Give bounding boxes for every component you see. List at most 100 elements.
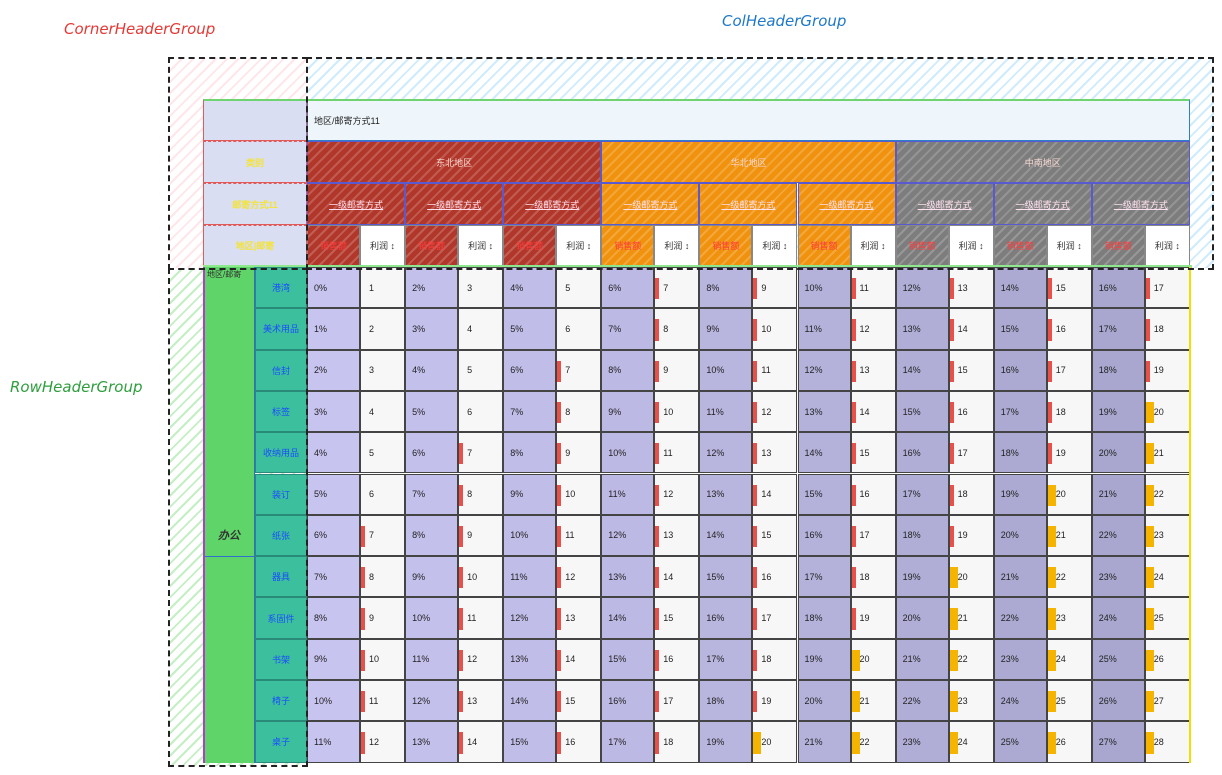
- data-num-cell: 11: [654, 432, 700, 474]
- data-num-cell: 1: [360, 267, 406, 309]
- data-bar: [753, 278, 758, 300]
- data-bar: [459, 732, 464, 754]
- shipping-header: 一级邮寄方式: [1091, 183, 1190, 225]
- data-num-cell: 21: [1046, 514, 1092, 557]
- data-num-cell: 22: [1144, 473, 1190, 515]
- data-num-cell: 5: [360, 432, 406, 474]
- data-num-cell: 8: [458, 473, 504, 515]
- data-bar: [459, 525, 464, 548]
- data-bar: [557, 401, 562, 424]
- data-bar: [851, 649, 860, 671]
- data-pct-cell: 6%: [307, 514, 360, 557]
- data-num-cell: 18: [752, 638, 798, 680]
- data-bar: [361, 608, 365, 630]
- data-pct-cell: 23%: [993, 638, 1047, 680]
- data-pct-cell: 12%: [895, 267, 949, 309]
- data-pct-cell: 8%: [405, 514, 459, 557]
- data-pct-cell: 8%: [601, 349, 655, 391]
- data-pct-cell: 23%: [895, 721, 949, 763]
- data-num-cell: 13: [850, 349, 896, 391]
- data-pct-cell: 17%: [895, 473, 949, 515]
- data-pct-cell: 5%: [503, 308, 557, 350]
- shipping-header: 一级邮寄方式: [993, 183, 1092, 225]
- row-group-bar: [203, 267, 255, 763]
- data-bar: [557, 732, 562, 754]
- corner-cell-1: 类别: [203, 141, 307, 183]
- data-bar: [1047, 691, 1056, 713]
- data-num-cell: 16: [1046, 308, 1092, 350]
- data-pct-cell: 9%: [699, 308, 753, 350]
- data-bar: [753, 567, 758, 589]
- data-pct-cell: 8%: [699, 267, 753, 309]
- data-num-cell: 13: [654, 514, 700, 557]
- data-bar: [1047, 443, 1052, 465]
- data-pct-cell: 17%: [1091, 308, 1145, 350]
- data-pct-cell: 15%: [503, 721, 557, 763]
- data-num-cell: 23: [1046, 597, 1092, 639]
- data-bar: [949, 608, 958, 630]
- data-num-cell: 14: [556, 638, 602, 680]
- data-bar: [557, 360, 562, 382]
- data-pct-cell: 9%: [405, 556, 459, 598]
- data-pct-cell: 4%: [405, 349, 459, 391]
- data-bar: [1145, 401, 1154, 424]
- row-name: 书架: [255, 638, 307, 680]
- region-header-2: 中南地区: [895, 141, 1190, 183]
- metric-header-sales: 销售额: [1091, 225, 1145, 266]
- data-num-cell: 15: [752, 514, 798, 557]
- data-num-cell: 14: [458, 721, 504, 763]
- data-bar: [1047, 360, 1052, 382]
- data-pct-cell: 25%: [1091, 638, 1145, 680]
- data-num-cell: 8: [556, 390, 602, 433]
- data-bar: [753, 319, 758, 341]
- data-pct-cell: 9%: [307, 638, 360, 680]
- data-bar: [753, 401, 758, 424]
- data-bar: [459, 608, 464, 630]
- data-bar: [949, 319, 954, 341]
- data-bar: [753, 732, 762, 754]
- header-body-divider: [203, 265, 1192, 268]
- data-num-cell: 6: [556, 308, 602, 350]
- data-bar: [557, 525, 562, 548]
- shipping-header: 一级邮寄方式: [503, 183, 602, 225]
- data-bar: [459, 691, 464, 713]
- row-name: 信封: [255, 349, 307, 391]
- data-num-cell: 3: [360, 349, 406, 391]
- data-bar: [1145, 278, 1150, 300]
- metric-header-profit: 利润 ↕: [850, 225, 896, 266]
- data-num-cell: 15: [850, 432, 896, 474]
- data-pct-cell: 12%: [601, 514, 655, 557]
- data-pct-cell: 20%: [797, 680, 851, 722]
- data-pct-cell: 16%: [601, 680, 655, 722]
- data-num-cell: 24: [1144, 556, 1190, 598]
- row-name: 桌子: [255, 721, 307, 763]
- data-bar: [1145, 360, 1150, 382]
- data-num-cell: 9: [654, 349, 700, 391]
- data-pct-cell: 2%: [307, 349, 360, 391]
- data-pct-cell: 12%: [699, 432, 753, 474]
- metric-header-profit: 利润 ↕: [948, 225, 994, 266]
- row-name: 椅子: [255, 680, 307, 722]
- data-pct-cell: 6%: [503, 349, 557, 391]
- data-num-cell: 19: [948, 514, 994, 557]
- data-bar: [655, 319, 660, 341]
- data-pct-cell: 7%: [601, 308, 655, 350]
- data-num-cell: 11: [556, 514, 602, 557]
- data-num-cell: 4: [458, 308, 504, 350]
- data-num-cell: 22: [1046, 556, 1092, 598]
- data-num-cell: 7: [654, 267, 700, 309]
- data-num-cell: 24: [948, 721, 994, 763]
- data-num-cell: 22: [948, 638, 994, 680]
- data-bar: [459, 567, 464, 589]
- data-bar: [1145, 484, 1154, 506]
- data-pct-cell: 11%: [307, 721, 360, 763]
- data-pct-cell: 21%: [1091, 473, 1145, 515]
- shipping-header: 一级邮寄方式: [699, 183, 798, 225]
- data-pct-cell: 20%: [1091, 432, 1145, 474]
- data-num-cell: 9: [556, 432, 602, 474]
- data-bar: [1047, 567, 1056, 589]
- data-bar: [459, 484, 464, 506]
- data-pct-cell: 17%: [797, 556, 851, 598]
- data-pct-cell: 13%: [503, 638, 557, 680]
